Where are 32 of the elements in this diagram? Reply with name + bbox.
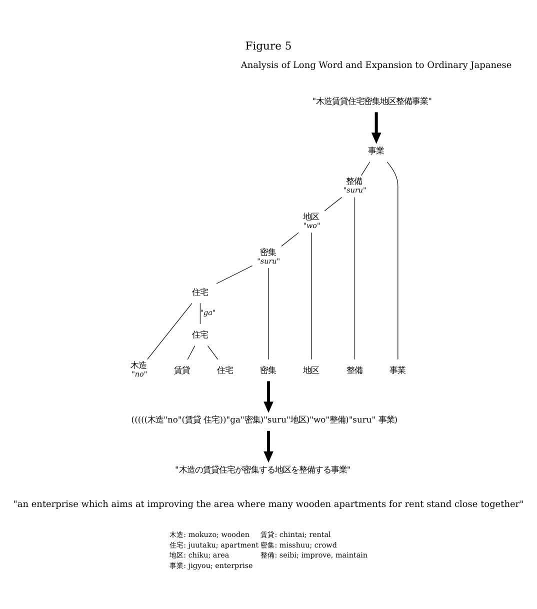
connector: [324, 196, 342, 211]
node-text: 住宅: [192, 328, 208, 339]
node-text: 事業: [390, 364, 406, 374]
node-text: "木造の賃貸住宅が密集する地区を整備する事業": [175, 464, 351, 474]
node-text: 事業: [368, 145, 384, 156]
node-text: 密集: [260, 246, 276, 256]
node-text: 整備: [346, 364, 362, 374]
connector: [281, 232, 299, 246]
connector: [147, 302, 192, 360]
node-text: "木造賃貸住宅密集地区整備事業": [312, 95, 432, 106]
node-text: 賃貸: [174, 364, 190, 374]
node-text: 住宅: [192, 286, 208, 296]
label: Analysis of Long Word and Expansion to Ordinary Japanese: [240, 60, 512, 71]
connector: [360, 161, 370, 176]
connector: [207, 345, 218, 360]
arrow: [371, 112, 382, 144]
connector: [354, 196, 356, 360]
arrow: [264, 380, 274, 412]
label: "an enterprise which aims at improving the area where many wooden apartments for rent stand close together": [13, 500, 524, 510]
node-text: 木造: [130, 360, 147, 370]
connector: [386, 161, 398, 360]
node-text: 整備: [346, 176, 362, 186]
node-text: 住宅: [216, 364, 233, 374]
connector: [311, 232, 312, 360]
node-text: 地区: [303, 364, 320, 374]
node-text: 密集: [260, 364, 276, 374]
node-text: 地区: [303, 210, 320, 221]
diagram-title: Figure 5: [245, 38, 292, 52]
arrow: [264, 430, 274, 462]
connector: [187, 345, 196, 360]
connector: [216, 264, 253, 284]
node-text: (((((木造"no"(賃貸 住宅))"ga"密集)"suru"地区)"wo"整備)"suru" 事業): [131, 414, 398, 424]
